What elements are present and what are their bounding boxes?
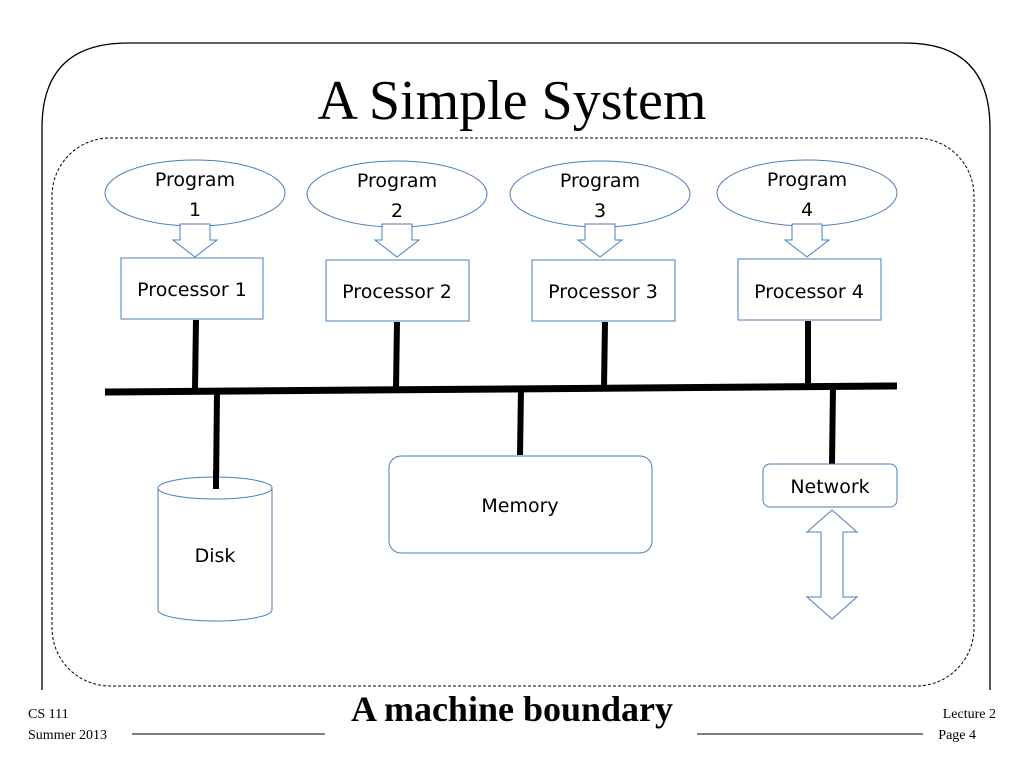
system-bus — [104, 382, 898, 396]
footer-course: CS 111 — [28, 707, 69, 722]
processor-2-connector — [393, 321, 400, 390]
processor-2-label: Processor 2 — [342, 281, 452, 303]
program-4-label: Program — [767, 169, 847, 191]
program-2-number: 2 — [391, 200, 403, 222]
program-4: Program 4 — [716, 159, 898, 227]
memory: Memory — [388, 455, 653, 554]
processor-1-label: Processor 1 — [137, 279, 247, 301]
network-connector — [829, 386, 836, 465]
processor-2: Processor 2 — [325, 259, 470, 322]
program-4-number: 4 — [801, 199, 813, 221]
memory-connector — [517, 388, 524, 456]
down-arrow-icon — [171, 223, 219, 258]
processor-1-connector — [192, 319, 199, 390]
slide-subtitle: A machine boundary — [351, 689, 673, 729]
processor-3-label: Processor 3 — [548, 281, 658, 303]
footer-page: Page 4 — [938, 728, 976, 743]
processor-3: Processor 3 — [531, 259, 676, 322]
down-arrow-icon — [783, 223, 831, 258]
network-label: Network — [790, 476, 869, 498]
program-1: Program 1 — [104, 159, 286, 227]
memory-label: Memory — [481, 495, 558, 517]
machine-boundary — [51, 137, 975, 687]
processor-1: Processor 1 — [120, 257, 264, 320]
disk-label: Disk — [195, 545, 236, 567]
slide-frame — [41, 42, 991, 690]
program-3-label: Program — [560, 170, 640, 192]
disk: Disk — [157, 476, 273, 622]
down-arrow-icon — [373, 223, 421, 258]
program-3-number: 3 — [594, 200, 606, 222]
slide-title: A Simple System — [318, 70, 707, 132]
processor-4-label: Processor 4 — [754, 281, 864, 303]
processor-4: Processor 4 — [737, 258, 882, 321]
processor-3-connector — [601, 321, 608, 389]
program-1-label: Program — [155, 169, 235, 191]
footer-lecture: Lecture 2 — [943, 707, 996, 722]
program-1-number: 1 — [189, 199, 201, 221]
program-3: Program 3 — [509, 160, 691, 228]
down-arrow-icon — [576, 223, 624, 258]
program-2-label: Program — [357, 170, 437, 192]
up-down-arrow-icon — [805, 509, 859, 620]
program-2: Program 2 — [306, 160, 488, 228]
footer-term: Summer 2013 — [28, 728, 107, 743]
network: Network — [762, 463, 898, 508]
